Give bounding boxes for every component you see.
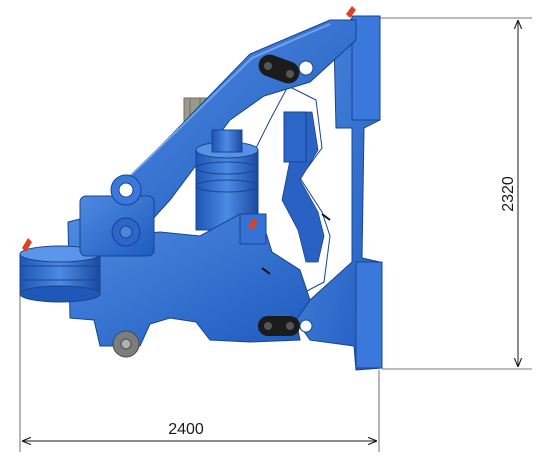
lifting-eye-mid — [248, 218, 258, 230]
left-wheel — [19, 245, 101, 303]
arm-highlight — [121, 23, 331, 185]
side-block — [283, 111, 307, 163]
bottom-plate — [355, 261, 383, 369]
width-dimension: 2400 — [22, 421, 377, 441]
pivot-ring-upper — [110, 174, 142, 206]
hub-flange — [79, 195, 155, 257]
height-dimension-label: 2320 — [500, 176, 517, 212]
lower-link — [258, 316, 313, 336]
width-dimension-label: 2400 — [168, 421, 204, 438]
top-plate — [351, 15, 381, 121]
height-dimension: 2320 — [500, 20, 518, 367]
lifting-eye-top — [346, 6, 356, 18]
lifting-eye-left — [22, 238, 32, 252]
bottom-wheel — [112, 330, 140, 358]
machine-illustration — [19, 6, 383, 371]
extension-lines — [19, 17, 532, 452]
upper-link — [258, 54, 314, 84]
mid-bracket — [239, 213, 267, 245]
